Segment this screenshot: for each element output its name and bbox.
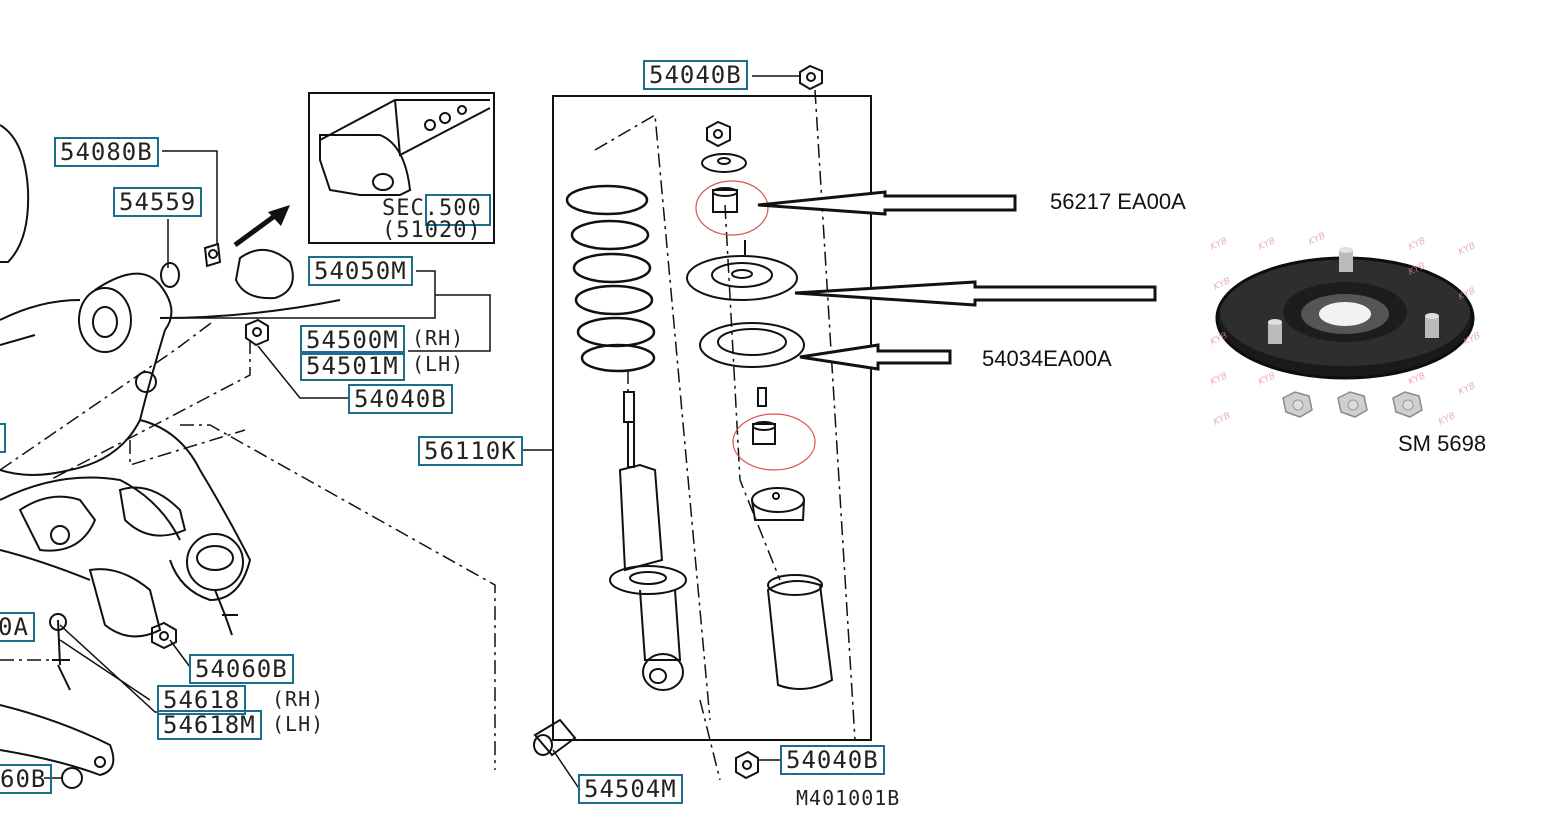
annotation-seat-part: 54034EA00A	[982, 346, 1112, 371]
direction-arrow	[233, 205, 290, 248]
part-label-54040b-mid: 54040B	[348, 384, 453, 414]
part-label-54618: 54618	[157, 685, 247, 715]
arrow-mount-part	[794, 280, 1157, 307]
part-label-54618m: 54618M	[157, 710, 262, 740]
label-leader-lines	[44, 75, 800, 791]
svg-text:KYB: KYB	[1437, 411, 1457, 427]
part-label-54501m: 54501M	[300, 351, 405, 381]
svg-text:KYB: KYB	[1212, 411, 1232, 427]
annotation-upper-part: 56217 EA00A	[1050, 189, 1186, 214]
part-label-54040b-top: 54040B	[643, 60, 748, 90]
part-label-56110k: 56110K	[418, 436, 523, 466]
nut-icons	[735, 64, 823, 780]
lower-arm-drawing	[0, 124, 577, 789]
part-label-54050m: 54050M	[308, 256, 413, 286]
part-label-54500m: 54500M	[300, 325, 405, 355]
svg-text:KYB: KYB	[1209, 236, 1229, 252]
shock-absorber	[609, 391, 687, 691]
svg-text:KYB: KYB	[1457, 381, 1477, 397]
svg-text:KYB: KYB	[1407, 371, 1427, 387]
part-label-54060b: 54060B	[189, 654, 294, 684]
sec-reference: SEC.500	[382, 196, 482, 221]
svg-text:KYB: KYB	[1407, 236, 1427, 252]
assembly-guide-lines	[0, 319, 496, 770]
svg-text:KYB: KYB	[1457, 241, 1477, 257]
svg-text:KYB: KYB	[1212, 276, 1232, 292]
highlight-circles	[695, 180, 816, 471]
strut-mount-photo	[1215, 247, 1475, 418]
sec-reference-box	[308, 92, 495, 244]
arrow-seat-part	[799, 343, 952, 371]
side-label-lh-2: (LH)	[272, 712, 325, 736]
part-label-cropped	[0, 423, 6, 453]
side-label-rh-2: (RH)	[272, 687, 325, 711]
sec-reference-prefix: SEC.500	[382, 196, 482, 221]
part-label-54559: 54559	[113, 187, 203, 217]
arrow-upper-part	[757, 190, 1017, 216]
svg-text:KYB: KYB	[1257, 371, 1277, 387]
watermark-pattern: KYB KYB KYB KYB KYB KYB KYB KYB KYB KYB …	[1209, 231, 1482, 427]
sec-reference-box-outline	[425, 194, 491, 226]
part-label-54040b-bottom: 54040B	[780, 745, 885, 775]
svg-text:KYB: KYB	[1209, 371, 1229, 387]
side-label-lh: (LH)	[412, 352, 465, 376]
part-label-54080b: 54080B	[54, 137, 159, 167]
sec-subreference: (51020)	[382, 218, 482, 243]
svg-text:KYB: KYB	[1257, 236, 1277, 252]
part-label-54504m: 54504M	[578, 774, 683, 804]
svg-text:KYB: KYB	[1307, 231, 1327, 247]
side-label-rh: (RH)	[412, 326, 465, 350]
part-label-0a: 0A	[0, 612, 35, 642]
figure-code: M401001B	[796, 786, 901, 810]
callout-arrows	[757, 190, 1157, 371]
strut-frame	[552, 95, 872, 741]
photo-caption: SM 5698	[1398, 431, 1487, 456]
coil-spring	[565, 184, 656, 373]
part-label-60b: 60B	[0, 764, 53, 794]
top-mount-parts	[686, 120, 834, 690]
